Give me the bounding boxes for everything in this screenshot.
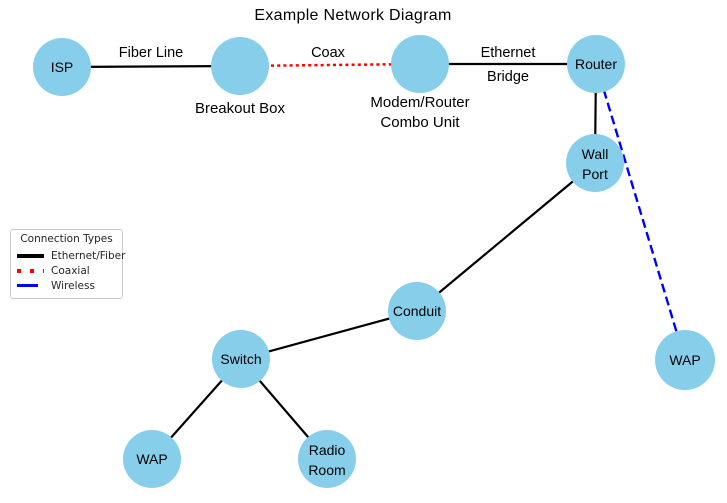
node-router: Router [567, 35, 625, 93]
node-router-label: Router [575, 56, 617, 72]
edge-isp-breakout-box [61, 64, 241, 69]
node-wap-right: WAP [655, 330, 715, 390]
node-modem-router-combo-circle [391, 35, 449, 93]
diagram-title: Example Network Diagram [254, 7, 451, 24]
node-wall-port-label-line1: Wall [582, 146, 609, 162]
node-wap-left: WAP [123, 430, 181, 488]
legend-item-wireless: Wireless [15, 278, 118, 293]
node-switch-label: Switch [220, 351, 261, 367]
legend-item-label: Ethernet/Fiber [51, 249, 126, 262]
node-isp: ISP [33, 38, 91, 96]
legend-item-ethernet-fiber: Ethernet/Fiber [15, 248, 125, 263]
node-isp-label: ISP [51, 59, 74, 75]
node-router-circle [567, 35, 625, 93]
node-switch-circle [212, 330, 270, 388]
node-conduit-label: Conduit [393, 303, 441, 319]
edge-label-ethernet-bridge-line2: Bridge [487, 69, 529, 85]
node-wall-port: Wall Port [566, 134, 624, 192]
edge-breakout-box-modem-coaxial [239, 62, 421, 68]
edge-conduit-switch [240, 309, 418, 361]
edge-label-ethernet-bridge-line1: Ethernet [481, 45, 536, 61]
node-modem-router-combo-label-line2: Combo Unit [380, 114, 460, 131]
node-wall-port-label-line2: Port [582, 166, 608, 182]
legend-item-label: Wireless [51, 279, 95, 292]
legend-title: Connection Types [20, 233, 113, 245]
node-switch: Switch [212, 330, 270, 388]
node-breakout-box-label: Breakout Box [195, 100, 286, 117]
node-breakout-box-circle [211, 37, 269, 95]
node-conduit-circle [388, 282, 446, 340]
node-breakout-box: Breakout Box [195, 37, 286, 117]
legend: Connection Types Ethernet/Fiber Coaxial … [10, 229, 125, 299]
edge-wall-port-conduit [416, 162, 596, 312]
edge-router-wap-wireless [594, 63, 687, 361]
node-wap-right-circle [655, 330, 715, 390]
node-wap-right-label: WAP [669, 352, 700, 368]
wireless-dashed-line-swatch-icon [17, 284, 38, 287]
node-wap-left-circle [123, 430, 181, 488]
node-wall-port-circle [566, 134, 624, 192]
legend-item-label: Coaxial [51, 264, 90, 277]
edge-layer [61, 62, 687, 460]
node-radio-room-label-line2: Room [308, 462, 345, 478]
node-conduit: Conduit [388, 282, 446, 340]
node-isp-circle [33, 38, 91, 96]
edge-label-coax: Coax [311, 45, 346, 61]
edge-label-layer: Fiber Line Coax Ethernet Bridge [119, 45, 536, 85]
ethernet-fiber-line-swatch-icon [17, 253, 44, 258]
node-radio-room-circle [298, 430, 356, 488]
node-modem-router-combo-label-line1: Modem/Router [370, 94, 469, 111]
node-wap-left-label: WAP [136, 451, 167, 467]
node-layer: ISP Breakout Box Modem/Router Combo Unit… [33, 35, 715, 488]
edge-label-fiber-line: Fiber Line [119, 45, 183, 61]
coaxial-dotted-line-swatch-icon [17, 268, 44, 273]
node-modem-router-combo: Modem/Router Combo Unit [370, 35, 470, 131]
node-radio-room: Radio Room [298, 430, 356, 488]
legend-item-coaxial: Coaxial [15, 263, 118, 278]
node-radio-room-label-line1: Radio [309, 442, 346, 458]
